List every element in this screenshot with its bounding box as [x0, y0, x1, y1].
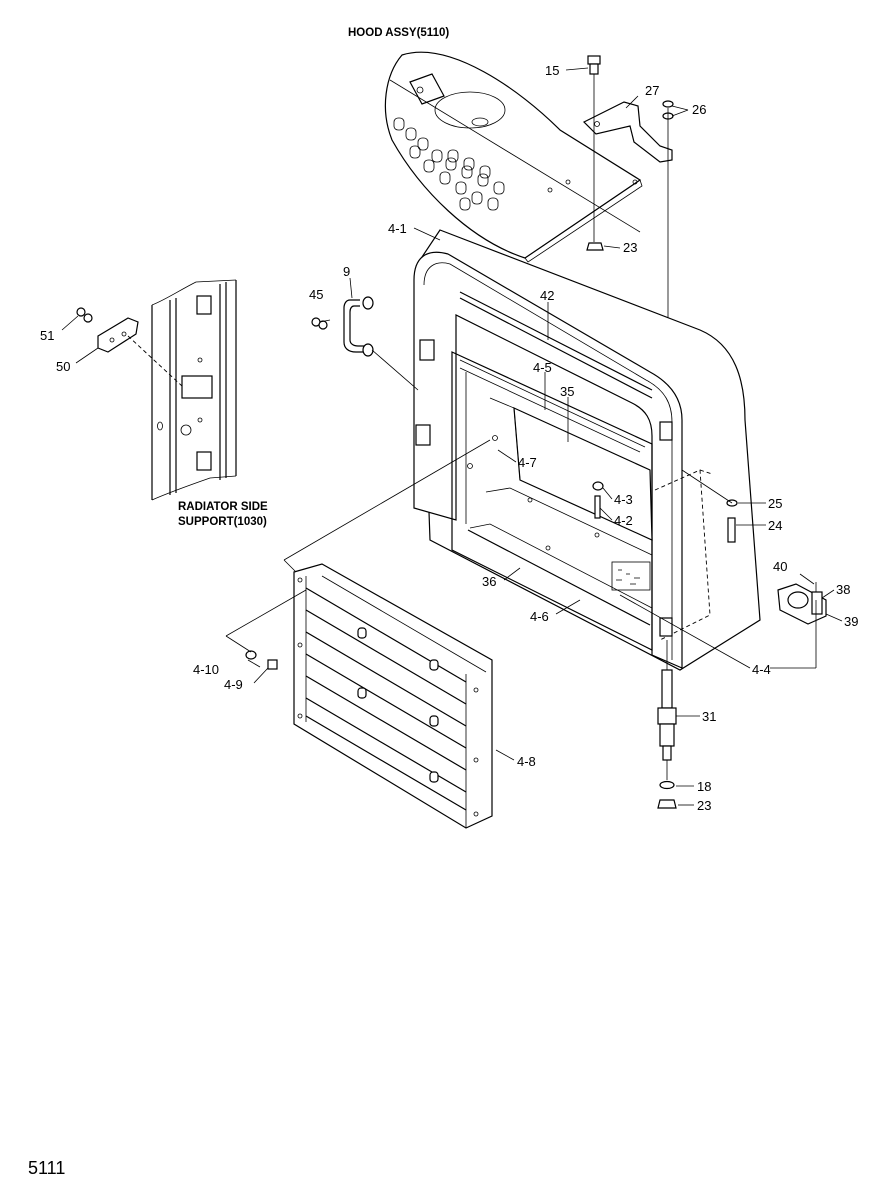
callout-4-1: 4-1: [388, 221, 407, 236]
nut-23-top: [586, 242, 604, 251]
caption-radiator-line2: SUPPORT(1030): [178, 516, 267, 528]
caption-radiator-line1: RADIATOR SIDE: [178, 501, 268, 513]
grille-4-8: [293, 563, 493, 829]
handle-9: [343, 296, 374, 357]
leader-lines: [61, 67, 843, 806]
nut-26: [662, 100, 674, 120]
frame-assembly: [413, 229, 761, 671]
hinge-38: [777, 582, 827, 625]
bolt-15: [587, 55, 601, 75]
nut-4-10: [245, 650, 257, 660]
callout-51: 51: [40, 328, 54, 343]
bracket-50: [97, 317, 139, 353]
callout-36: 36: [482, 574, 496, 589]
washer-18: [659, 780, 675, 790]
bracket-27: [582, 101, 673, 163]
callout-15: 15: [545, 63, 559, 78]
callout-4-9: 4-9: [224, 677, 243, 692]
callout-18: 18: [697, 779, 711, 794]
callout-26: 26: [692, 102, 706, 117]
caption-hood-assy: HOOD ASSY(5110): [348, 27, 449, 39]
callout-50: 50: [56, 359, 70, 374]
callout-42: 42: [540, 288, 554, 303]
callout-24: 24: [768, 518, 782, 533]
callout-45: 45: [309, 287, 323, 302]
callout-39: 39: [844, 614, 858, 629]
callout-23-bottom: 23: [697, 798, 711, 813]
callout-4-6: 4-6: [530, 609, 549, 624]
callout-4-10: 4-10: [193, 662, 219, 677]
pin-31: [657, 669, 677, 761]
callout-40: 40: [773, 559, 787, 574]
bolt-51: [76, 307, 93, 323]
callout-35: 35: [560, 384, 574, 399]
callout-4-3: 4-3: [614, 492, 633, 507]
callout-4-4: 4-4: [752, 662, 771, 677]
radiator-side-support: [151, 279, 237, 501]
callout-9: 9: [343, 264, 350, 279]
bolt-4-9: [267, 659, 278, 670]
hood-vent-holes: [393, 117, 505, 211]
hood-assembly: [384, 51, 643, 263]
nut-23-bottom: [657, 799, 677, 809]
callout-27: 27: [645, 83, 659, 98]
bolt-24: [727, 517, 736, 543]
page-number: 5111: [28, 1158, 65, 1178]
callout-4-5: 4-5: [533, 360, 552, 375]
callout-25: 25: [768, 496, 782, 511]
callout-23-top: 23: [623, 240, 637, 255]
callout-4-2: 4-2: [614, 513, 633, 528]
callout-4-7: 4-7: [518, 455, 537, 470]
callout-4-8: 4-8: [517, 754, 536, 769]
callout-31: 31: [702, 709, 716, 724]
callout-38: 38: [836, 582, 850, 597]
nut-45: [311, 317, 328, 330]
